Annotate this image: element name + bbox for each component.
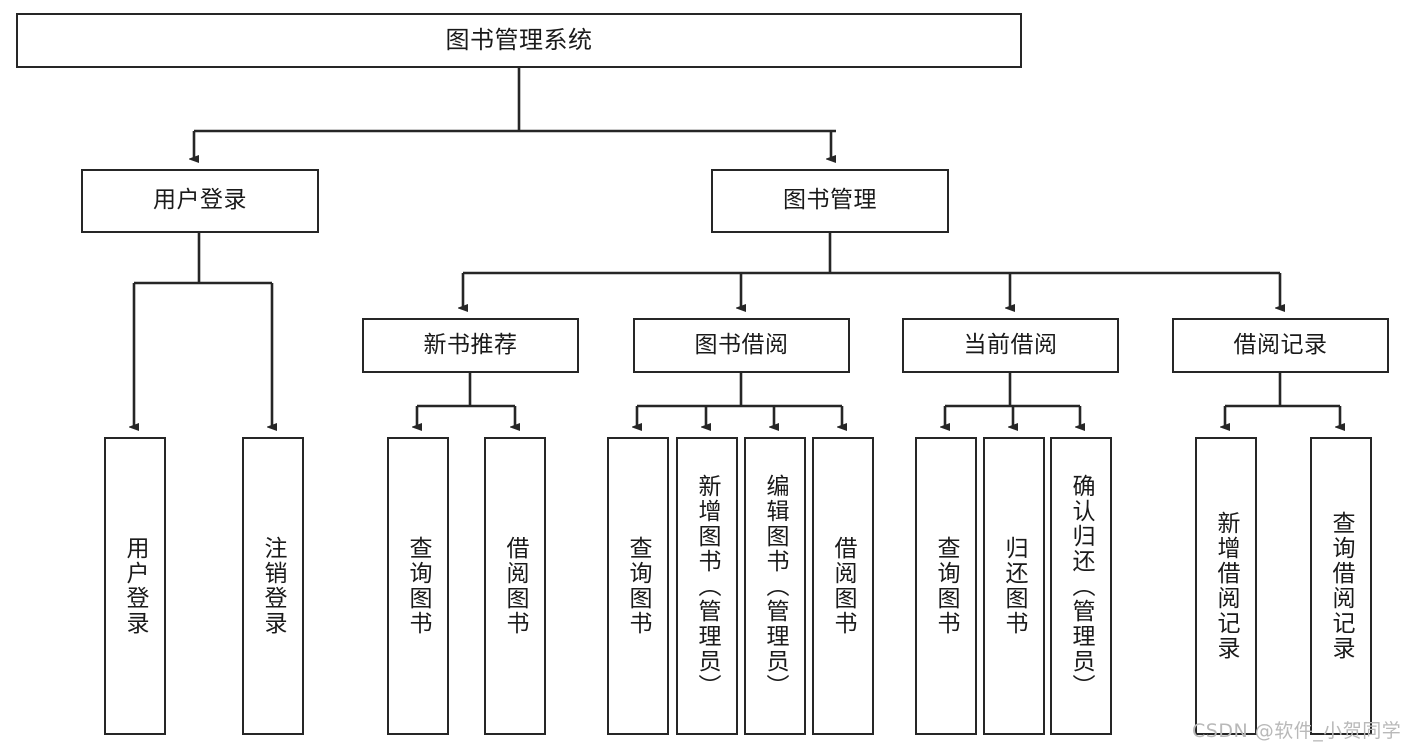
node-leaf-borrow-book-1[interactable]: 借阅图书 — [484, 437, 546, 735]
node-leaf-confirm-return-label: 确认归还（管理员） — [1068, 473, 1094, 699]
node-leaf-borrow-book-2[interactable]: 借阅图书 — [812, 437, 874, 735]
node-current-borrow[interactable]: 当前借阅 — [902, 318, 1119, 373]
node-leaf-borrow-book-1-label: 借阅图书 — [502, 536, 528, 636]
node-leaf-logout-label: 注销登录 — [260, 536, 286, 636]
node-leaf-query-book-2-label: 查询图书 — [625, 536, 651, 636]
node-root-label: 图书管理系统 — [445, 26, 593, 55]
node-leaf-query-book-3[interactable]: 查询图书 — [915, 437, 977, 735]
node-leaf-logout[interactable]: 注销登录 — [242, 437, 304, 735]
node-root[interactable]: 图书管理系统 — [16, 13, 1022, 68]
node-leaf-query-book-3-label: 查询图书 — [933, 536, 959, 636]
node-book-borrow[interactable]: 图书借阅 — [633, 318, 850, 373]
node-borrow-record-label: 借阅记录 — [1233, 331, 1328, 358]
node-leaf-add-book[interactable]: 新增图书（管理员） — [676, 437, 738, 735]
node-current-borrow-label: 当前借阅 — [963, 331, 1058, 358]
node-borrow-record[interactable]: 借阅记录 — [1172, 318, 1389, 373]
node-leaf-add-record-label: 新增借阅记录 — [1213, 511, 1239, 661]
node-new-book-rec[interactable]: 新书推荐 — [362, 318, 579, 373]
node-leaf-add-record[interactable]: 新增借阅记录 — [1195, 437, 1257, 735]
node-book-borrow-label: 图书借阅 — [694, 331, 789, 358]
node-leaf-edit-book[interactable]: 编辑图书（管理员） — [744, 437, 806, 735]
node-leaf-add-book-label: 新增图书（管理员） — [694, 473, 720, 699]
node-book-manage[interactable]: 图书管理 — [711, 169, 949, 233]
node-leaf-user-login-label: 用户登录 — [122, 536, 148, 636]
node-leaf-return-book-label: 归还图书 — [1001, 536, 1027, 636]
watermark-text: CSDN @软件_小贺同学 — [1192, 720, 1402, 742]
node-user-login[interactable]: 用户登录 — [81, 169, 319, 233]
node-leaf-borrow-book-2-label: 借阅图书 — [830, 536, 856, 636]
node-new-book-rec-label: 新书推荐 — [423, 331, 518, 358]
node-leaf-return-book[interactable]: 归还图书 — [983, 437, 1045, 735]
node-leaf-query-book-2[interactable]: 查询图书 — [607, 437, 669, 735]
node-leaf-query-book-1-label: 查询图书 — [405, 536, 431, 636]
node-book-manage-label: 图书管理 — [783, 187, 877, 214]
node-leaf-query-record[interactable]: 查询借阅记录 — [1310, 437, 1372, 735]
node-leaf-confirm-return[interactable]: 确认归还（管理员） — [1050, 437, 1112, 735]
node-leaf-query-record-label: 查询借阅记录 — [1328, 511, 1354, 661]
node-user-login-label: 用户登录 — [153, 187, 247, 214]
node-leaf-user-login[interactable]: 用户登录 — [104, 437, 166, 735]
node-leaf-edit-book-label: 编辑图书（管理员） — [762, 473, 788, 699]
node-leaf-query-book-1[interactable]: 查询图书 — [387, 437, 449, 735]
